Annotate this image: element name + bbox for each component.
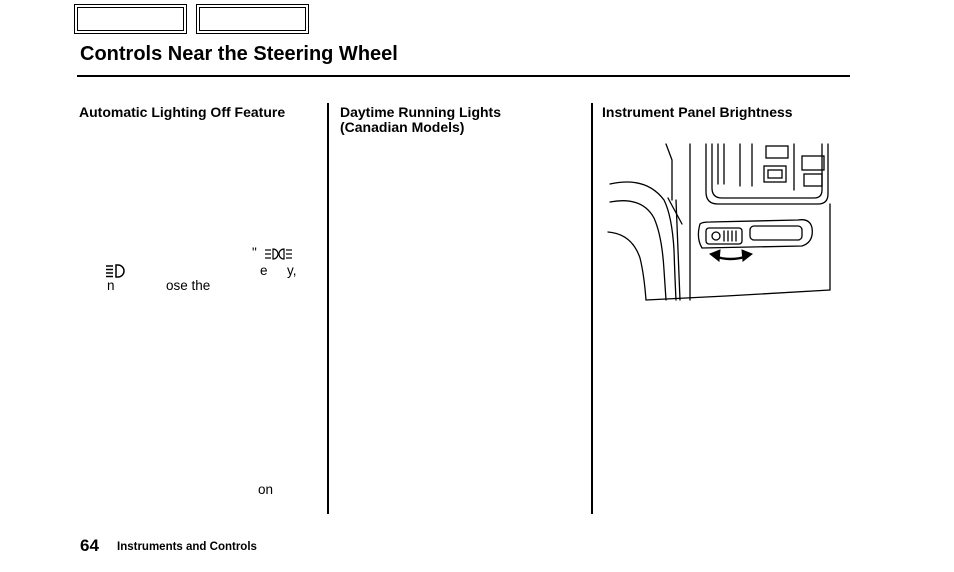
text-fragment: ose the <box>166 278 211 293</box>
heading-line: (Canadian Models) <box>340 119 465 135</box>
nav-tab-2[interactable] <box>196 4 309 34</box>
headlight-icon <box>106 264 125 278</box>
instrument-panel-illustration <box>607 143 831 301</box>
heading-automatic-lighting-off: Automatic Lighting Off Feature <box>79 104 286 120</box>
section-name: Instruments and Controls <box>117 541 257 553</box>
column-divider <box>591 103 593 514</box>
heading-line: Daytime Running Lights <box>340 104 501 120</box>
title-rule <box>77 75 850 77</box>
page-title: Controls Near the Steering Wheel <box>80 43 398 65</box>
nav-tab-1[interactable] <box>74 4 187 34</box>
parking-lights-icon <box>265 248 292 260</box>
text-fragment: " <box>252 245 257 260</box>
heading-instrument-panel-brightness: Instrument Panel Brightness <box>602 104 793 120</box>
text-fragment: n <box>107 278 115 293</box>
text-fragment: e <box>260 263 268 278</box>
text-fragment: on <box>258 482 274 497</box>
text-fragment: y, <box>287 263 297 278</box>
page-number: 64 <box>80 536 99 555</box>
column-divider <box>327 103 329 514</box>
heading-daytime-running-lights: Daytime Running Lights (Canadian Models) <box>340 105 570 135</box>
